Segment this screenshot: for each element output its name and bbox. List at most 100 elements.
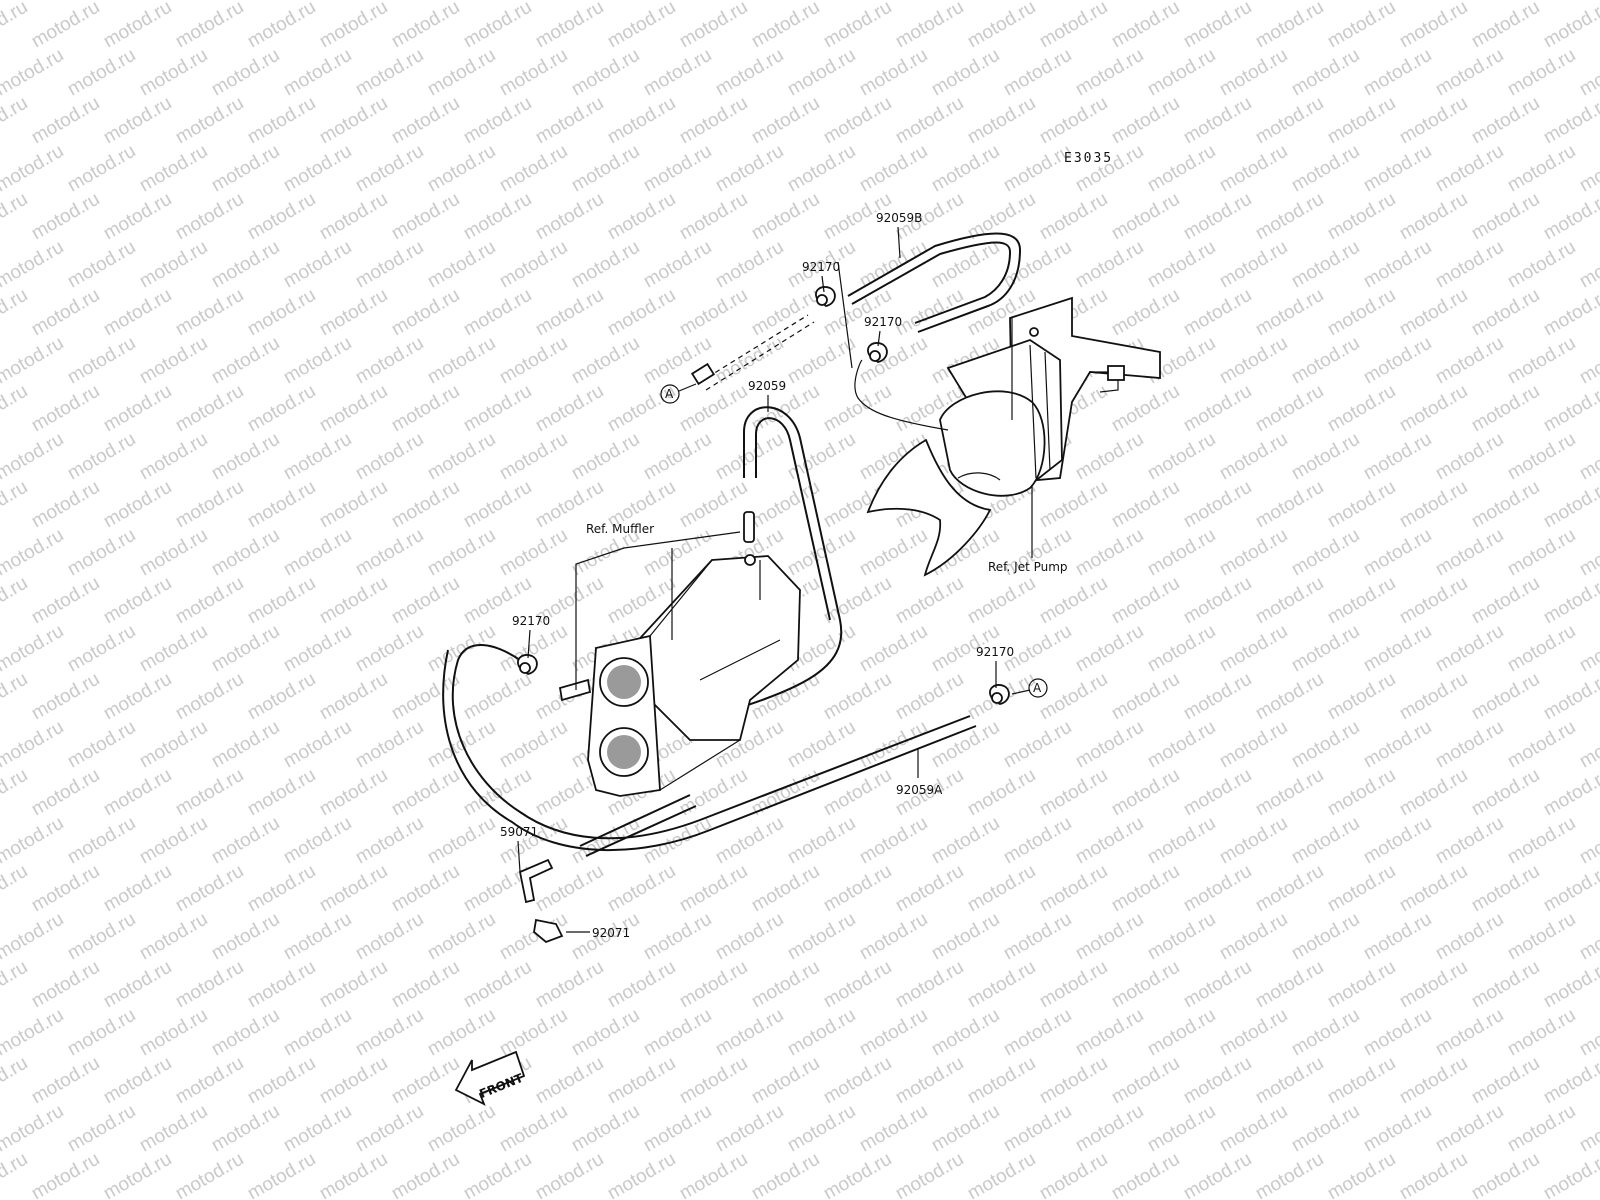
watermark-text: motod.ru xyxy=(1468,669,1543,725)
watermark-text: motod.ru xyxy=(1468,189,1543,245)
marker-a-left-text: A xyxy=(665,387,674,401)
dashed-pipe xyxy=(699,314,815,391)
watermark-text: motod.ru xyxy=(208,909,283,965)
watermark-text: motod.ru xyxy=(172,1149,247,1200)
watermark-text: motod.ru xyxy=(1324,573,1399,629)
watermark-text: motod.ru xyxy=(496,717,571,773)
watermark-text: motod.ru xyxy=(748,477,823,533)
watermark-text: motod.ru xyxy=(1324,93,1399,149)
watermark-text: motod.ru xyxy=(1000,141,1075,197)
watermark-text: motod.ru xyxy=(136,333,211,389)
watermark-text: motod.ru xyxy=(1144,909,1219,965)
watermark-text: motod.ru xyxy=(748,957,823,1013)
watermark-text: motod.ru xyxy=(388,765,463,821)
watermark-text: motod.ru xyxy=(1108,669,1183,725)
watermark-text: motod.ru xyxy=(640,0,715,4)
watermark-text: motod.ru xyxy=(1576,813,1600,869)
watermark-text: motod.ru xyxy=(748,861,823,917)
watermark-text: motod.ru xyxy=(136,1005,211,1061)
watermark-text: motod.ru xyxy=(424,1101,499,1157)
watermark-text: motod.ru xyxy=(1324,0,1399,52)
watermark-text: motod.ru xyxy=(244,957,319,1013)
watermark-text: motod.ru xyxy=(1144,0,1219,4)
watermark-text: motod.ru xyxy=(712,813,787,869)
watermark-text: motod.ru xyxy=(1504,813,1579,869)
watermark-text: motod.ru xyxy=(892,957,967,1013)
watermark-text: motod.ru xyxy=(0,45,67,101)
watermark-text: motod.ru xyxy=(352,45,427,101)
watermark-text: motod.ru xyxy=(136,909,211,965)
watermark-text: motod.ru xyxy=(748,93,823,149)
watermark-text: motod.ru xyxy=(352,141,427,197)
watermark-text: motod.ru xyxy=(1288,45,1363,101)
watermark-text: motod.ru xyxy=(1036,1053,1111,1109)
watermark-text: motod.ru xyxy=(964,93,1039,149)
watermark-text: motod.ru xyxy=(1324,861,1399,917)
watermark-text: motod.ru xyxy=(1072,141,1147,197)
watermark-text: motod.ru xyxy=(352,237,427,293)
watermark-text: motod.ru xyxy=(748,0,823,52)
watermark-text: motod.ru xyxy=(0,477,31,533)
watermark-text: motod.ru xyxy=(28,669,103,725)
watermark-text: motod.ru xyxy=(280,1005,355,1061)
watermark-text: motod.ru xyxy=(460,669,535,725)
watermark-text: motod.ru xyxy=(1216,333,1291,389)
watermark-text: motod.ru xyxy=(1576,909,1600,965)
watermark-text: motod.ru xyxy=(1288,237,1363,293)
watermark-text: motod.ru xyxy=(1036,1149,1111,1200)
watermark-text: motod.ru xyxy=(136,813,211,869)
watermark-text: motod.ru xyxy=(172,189,247,245)
watermark-text: motod.ru xyxy=(1000,717,1075,773)
watermark-text: motod.ru xyxy=(1360,0,1435,4)
watermark-text: motod.ru xyxy=(1396,1053,1471,1109)
watermark-text: motod.ru xyxy=(1576,429,1600,485)
watermark-text: motod.ru xyxy=(748,1053,823,1109)
watermark-text: motod.ru xyxy=(1288,141,1363,197)
watermark-text: motod.ru xyxy=(136,429,211,485)
watermark-text: motod.ru xyxy=(748,1149,823,1200)
watermark-text: motod.ru xyxy=(532,1149,607,1200)
watermark-text: motod.ru xyxy=(496,525,571,581)
watermark-text: motod.ru xyxy=(1540,669,1600,725)
watermark-text: motod.ru xyxy=(424,141,499,197)
watermark-text: motod.ru xyxy=(388,957,463,1013)
watermark-text: motod.ru xyxy=(820,381,895,437)
watermark-text: motod.ru xyxy=(1468,93,1543,149)
watermark-text: motod.ru xyxy=(1108,1053,1183,1109)
watermark-text: motod.ru xyxy=(820,1053,895,1109)
watermark-text: motod.ru xyxy=(1360,141,1435,197)
watermark-text: motod.ru xyxy=(352,1101,427,1157)
watermark-text: motod.ru xyxy=(0,717,67,773)
watermark-text: motod.ru xyxy=(856,909,931,965)
hose-92059a xyxy=(451,644,971,840)
watermark-text: motod.ru xyxy=(568,237,643,293)
watermark-text: motod.ru xyxy=(460,477,535,533)
watermark-text: motod.ru xyxy=(1576,333,1600,389)
watermark-text: motod.ru xyxy=(316,381,391,437)
watermark-text: motod.ru xyxy=(892,573,967,629)
watermark-text: motod.ru xyxy=(1288,717,1363,773)
watermark-text: motod.ru xyxy=(892,669,967,725)
watermark-text: motod.ru xyxy=(928,0,1003,4)
watermark-text: motod.ru xyxy=(964,861,1039,917)
watermark-text: motod.ru xyxy=(244,1149,319,1200)
watermark-text: motod.ru xyxy=(208,621,283,677)
clamp-92170-left xyxy=(517,654,538,675)
watermark-text: motod.ru xyxy=(1324,381,1399,437)
watermark-text: motod.ru xyxy=(1468,957,1543,1013)
watermark-text: motod.ru xyxy=(208,1101,283,1157)
watermark-text: motod.ru xyxy=(1000,45,1075,101)
watermark-text: motod.ru xyxy=(928,909,1003,965)
watermark-text: motod.ru xyxy=(676,1149,751,1200)
watermark-text: motod.ru xyxy=(100,669,175,725)
watermark-text: motod.ru xyxy=(388,285,463,341)
watermark-text: motod.ru xyxy=(1288,429,1363,485)
watermark-text: motod.ru xyxy=(1468,1149,1543,1200)
watermark-text: motod.ru xyxy=(676,381,751,437)
watermark-text: motod.ru xyxy=(1396,957,1471,1013)
watermark-text: motod.ru xyxy=(1576,45,1600,101)
watermark-text: motod.ru xyxy=(388,573,463,629)
watermark-text: motod.ru xyxy=(1468,573,1543,629)
watermark-text: motod.ru xyxy=(136,237,211,293)
